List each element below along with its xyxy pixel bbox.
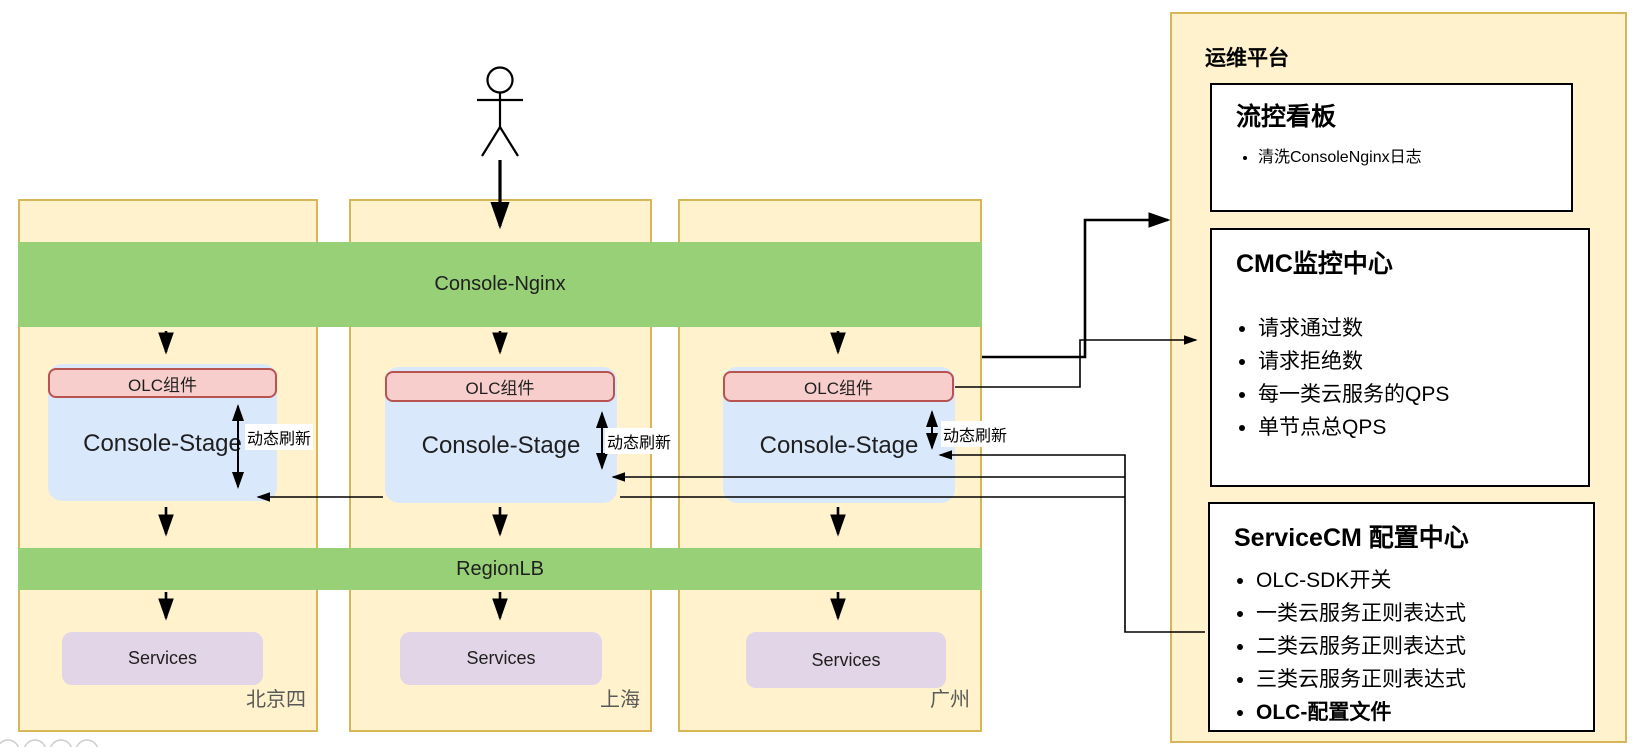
region-lb-bar: RegionLB [18,548,982,590]
region-label-beijing4: 北京四 [246,689,306,711]
dynamic-refresh-label-beijing4: 动态刷新 [245,424,314,450]
list-item: 单节点总QPS [1258,411,1588,441]
olc-component-shanghai: OLC组件 [385,371,615,402]
dynamic-refresh-label-shanghai: 动态刷新 [605,428,674,454]
olc-component-beijing4: OLC组件 [48,368,277,398]
list-item: 请求拒绝数 [1258,345,1588,375]
servicecm-config-center-title: ServiceCM 配置中心 [1234,524,1469,552]
olc-label: OLC组件 [804,379,873,398]
servicecm-config-center-box: ServiceCM 配置中心 OLC-SDK开关 一类云服务正则表达式 二类云服… [1208,502,1595,732]
services-label: Services [466,648,536,668]
dynamic-refresh-label-guangzhou: 动态刷新 [941,421,1010,447]
list-item: OLC-SDK开关 [1256,564,1593,594]
olc-component-guangzhou: OLC组件 [723,371,954,402]
ops-platform-title: 运维平台 [1205,47,1289,70]
region-lb-label: RegionLB [456,557,544,580]
servicecm-config-list: OLC-SDK开关 一类云服务正则表达式 二类云服务正则表达式 三类云服务正则表… [1210,564,1593,726]
flow-control-board-title: 流控看板 [1236,103,1337,131]
console-nginx-label: Console-Nginx [434,273,566,295]
arrow-olc-to-cmc [955,335,1198,388]
console-nginx-bar: Console-Nginx [18,242,982,327]
region-label-guangzhou: 广州 [930,689,970,711]
flow-control-board-box: 流控看板 清洗ConsoleNginx日志 [1210,83,1573,212]
services-box-guangzhou: Services [746,632,946,688]
list-item: 三类云服务正则表达式 [1256,663,1593,693]
services-label: Services [127,648,198,668]
services-label: Services [811,649,881,670]
list-item: 每一类云服务的QPS [1258,378,1588,408]
list-item: 请求通过数 [1258,312,1588,342]
arrow-region3-to-flow-board [982,212,1171,359]
list-item: 一类云服务正则表达式 [1256,597,1593,627]
console-stage-label: Console-Stage [421,432,581,459]
services-box-beijing4: Services [62,632,263,685]
console-stage-label: Console-Stage [83,429,242,457]
user-actor-icon [477,66,523,157]
cmc-monitor-center-title: CMC监控中心 [1236,250,1393,278]
region-label-shanghai: 上海 [600,689,640,711]
olc-label: OLC组件 [465,379,535,398]
flow-control-board-list: 清洗ConsoleNginx日志 [1212,143,1571,167]
cmc-monitor-list: 请求通过数 请求拒绝数 每一类云服务的QPS 单节点总QPS [1212,312,1588,441]
list-item: 清洗ConsoleNginx日志 [1258,143,1571,167]
cmc-monitor-center-box: CMC监控中心 请求通过数 请求拒绝数 每一类云服务的QPS 单节点总QPS [1210,228,1590,487]
canvas-edge-circles [0,739,99,747]
list-item: OLC-配置文件 [1256,696,1593,726]
console-stage-label: Console-Stage [759,432,919,459]
olc-label: OLC组件 [128,375,197,395]
list-item: 二类云服务正则表达式 [1256,630,1593,660]
services-box-shanghai: Services [400,632,602,685]
